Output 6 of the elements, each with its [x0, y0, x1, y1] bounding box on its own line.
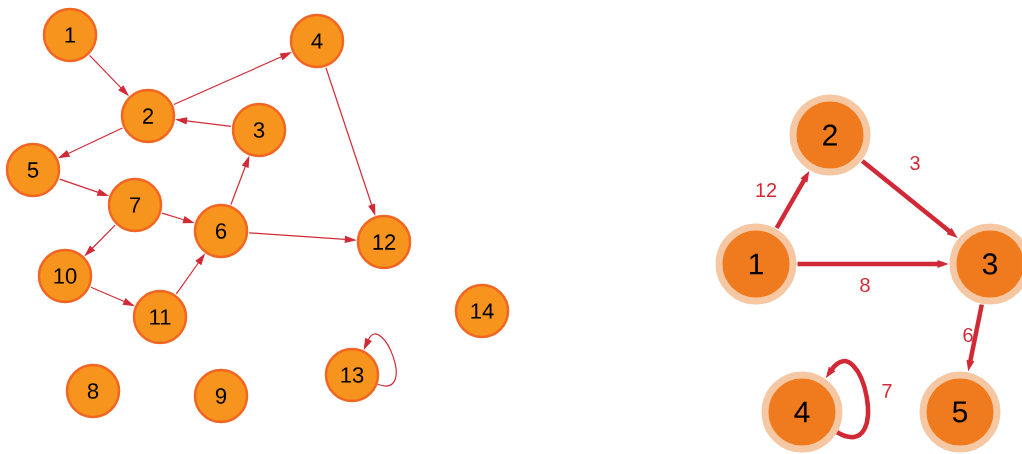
edge-label: 12: [756, 183, 777, 197]
edge-label: 6: [963, 327, 973, 343]
edge-label: 7: [882, 384, 892, 398]
edge-label: 8: [860, 277, 870, 293]
edge-label: 3: [910, 155, 920, 171]
arrow: [363, 333, 397, 387]
